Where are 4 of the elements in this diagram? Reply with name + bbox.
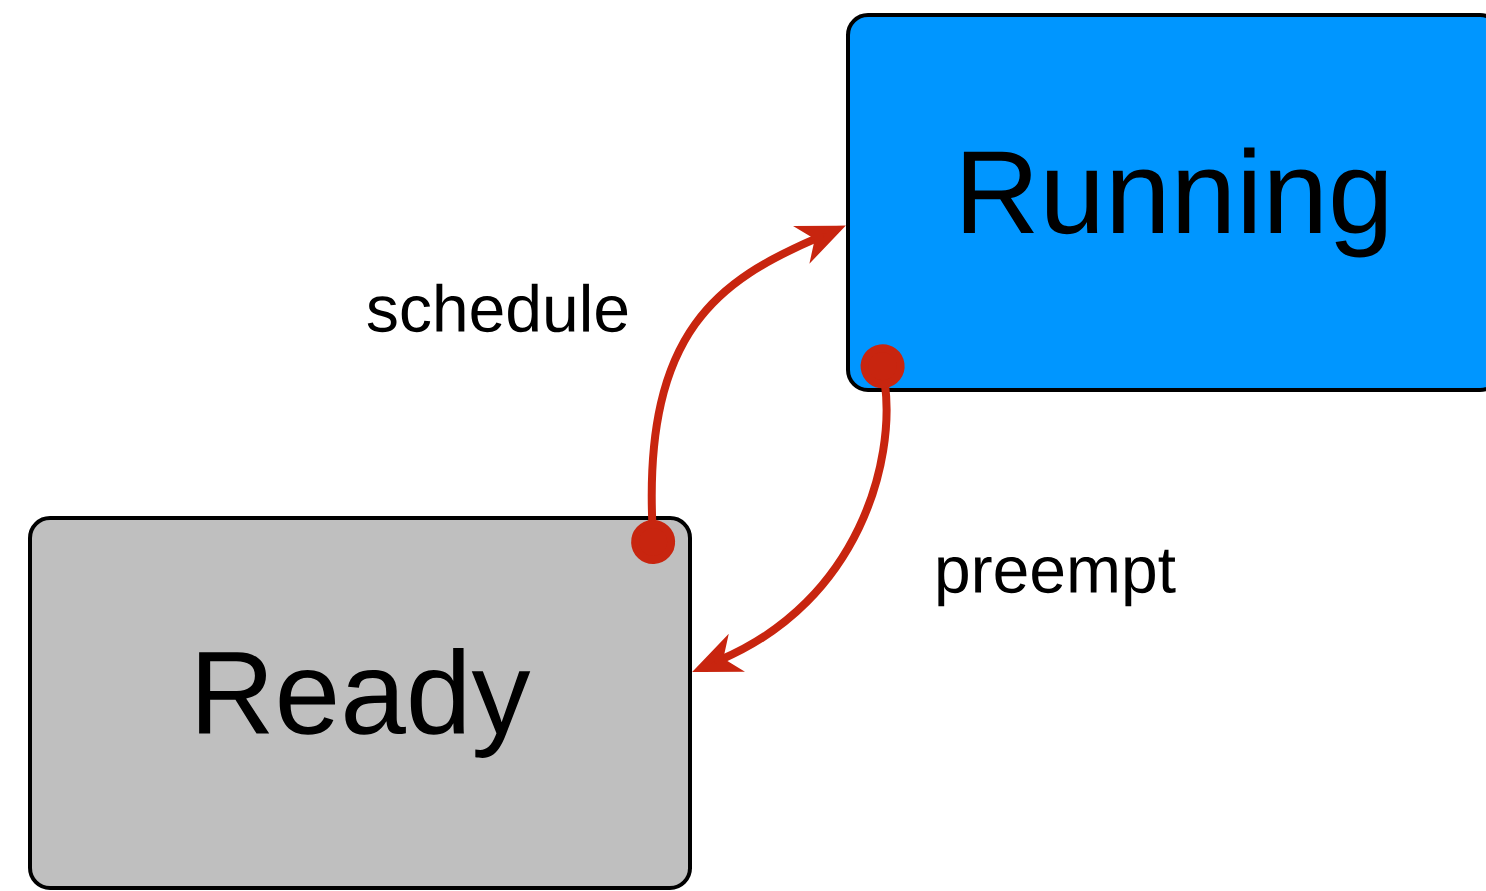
edge-label: preempt (931, 547, 1179, 609)
state-box: Running (846, 13, 1486, 392)
state-box: Ready (28, 516, 692, 890)
edge-label: schedule (363, 281, 633, 335)
